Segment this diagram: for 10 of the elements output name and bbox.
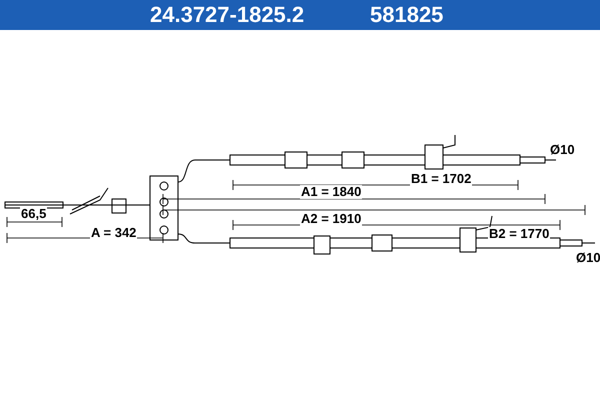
dimension-label: A1 = 1840 [300, 185, 362, 199]
dimension-label: B2 = 1770 [488, 227, 550, 241]
dimension-label: A = 342 [90, 226, 138, 240]
reference-number: 581825 [370, 2, 444, 28]
diameter-label: Ø10 [549, 143, 576, 157]
dimension-label: B1 = 1702 [410, 172, 472, 186]
part-number: 24.3727-1825.2 [150, 2, 304, 28]
diameter-label: Ø10 [575, 251, 600, 265]
dimension-label: 66,5 [20, 207, 48, 221]
dimension-label: A2 = 1910 [300, 212, 362, 226]
